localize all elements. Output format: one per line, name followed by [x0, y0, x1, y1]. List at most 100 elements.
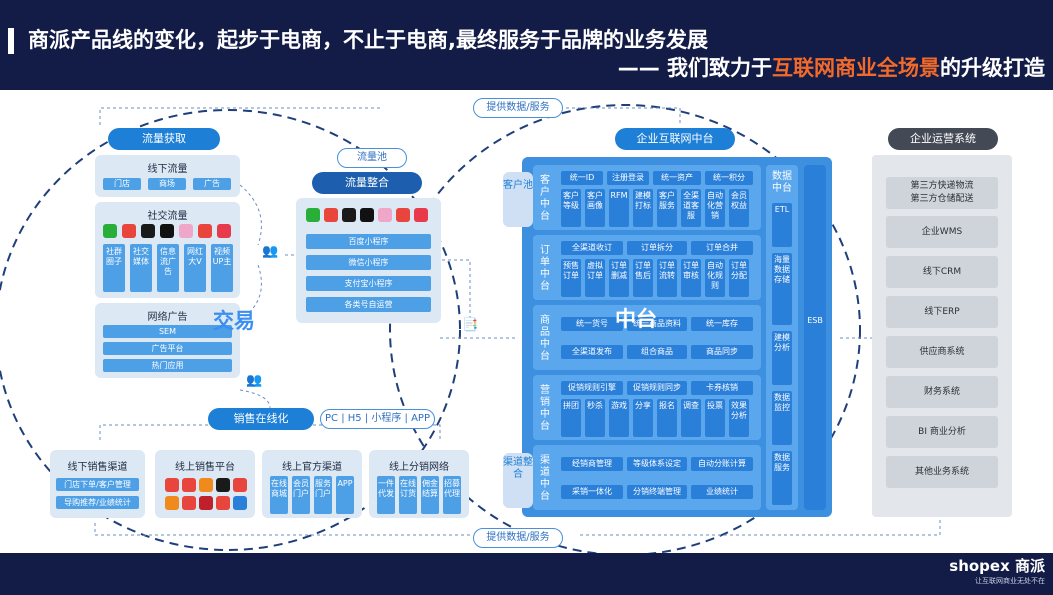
tag-data-monitor: 数据监控	[772, 391, 792, 445]
tag-sem: SEM	[103, 325, 232, 338]
channel-integrate: 渠道整合	[503, 453, 533, 508]
tag-wechat-mini: 微信小程序	[306, 255, 431, 270]
tag-after-sale: 订单售后	[633, 259, 653, 297]
tag-member-portal: 会员门户	[292, 476, 310, 514]
ops-panel: 第三方快递物流 第三方仓储配送 企业WMS 线下CRM 线下ERP 供应商系统 …	[872, 155, 1012, 517]
tag-ad-platform: 广告平台	[103, 342, 232, 355]
qq-icon	[342, 208, 356, 222]
offline-traffic-panel: 线下流量 门店 商场 广告	[95, 155, 240, 197]
tag-ads: 广告	[193, 178, 231, 190]
ops-bi: BI 商业分析	[886, 416, 998, 448]
tag-community: 社群圈子	[103, 244, 125, 292]
ops-other: 其他业务系统	[886, 456, 998, 488]
qq-icon	[141, 224, 155, 238]
customer-center-label: 客户中台	[540, 175, 550, 222]
flow-integrate-label: 流量整合	[312, 172, 422, 194]
tag-unified-asset: 统一资产	[653, 171, 701, 185]
tag-dealer-mgmt: 经销商管理	[561, 457, 623, 471]
weibo-icon	[122, 224, 136, 238]
tag-vote: 投票	[705, 399, 725, 437]
tag-guide-stats: 导购推荐/业绩统计	[56, 496, 139, 509]
page-title: 商派产品线的变化，起步于电商，不止于电商,最终服务于品牌的业务发展	[28, 28, 708, 52]
channel-center-label: 渠道中台	[540, 455, 550, 502]
online-platform-title: 线上销售平台	[175, 462, 235, 473]
ops-finance: 财务系统	[886, 376, 998, 408]
dangdang-icon	[199, 496, 213, 510]
customer-pool: 客户池	[503, 172, 533, 227]
ops-erp: 线下ERP	[886, 296, 998, 328]
tag-register-login: 注册登录	[607, 171, 649, 185]
mogu-icon	[216, 496, 230, 510]
tag-big-data-storage: 海量数据存储	[772, 253, 792, 325]
xiaohongshu-icon	[217, 224, 231, 238]
tag-online-mall: 在线商城	[270, 476, 288, 514]
tag-flash-sale: 秒杀	[585, 399, 605, 437]
marketing-center: 营销中台 促销规则引擎 促销规则同步 卡券核销 拼团 秒杀 游戏 分享 报名 调…	[533, 375, 761, 440]
tag-bundle: 组合商品	[627, 345, 687, 359]
tag-omni-publish: 全渠道发布	[561, 345, 623, 359]
tag-auto-rule: 自动化规则	[705, 259, 725, 297]
flow-integrate-panel: 百度小程序 微信小程序 支付宝小程序 各类号自运营	[296, 198, 441, 323]
channel-center: 渠道中台 经销商管理 等级体系设定 自动分账计算 采销一体化 分销终端管理 业绩…	[533, 445, 761, 510]
tag-recruit-agent: 招募代理	[443, 476, 461, 514]
tag-modeling: 建模打标	[633, 189, 653, 227]
tag-etl: ETL	[772, 203, 792, 247]
taobao-icon	[199, 478, 213, 492]
tag-baidu-mini: 百度小程序	[306, 234, 431, 249]
flow-pool-label: 流量池	[337, 148, 407, 168]
pinduoduo-icon	[233, 478, 247, 492]
tag-promo-sync: 促销规则同步	[627, 381, 687, 395]
tag-self-operated: 各类号自运营	[306, 297, 431, 312]
vip-icon	[182, 496, 196, 510]
data-center-label: 数据中台	[772, 171, 792, 194]
tag-coupon: 卡券核销	[691, 381, 753, 395]
marketing-center-label: 营销中台	[540, 385, 550, 432]
zhongtai-label: 中台	[615, 307, 657, 331]
page-subtitle: —— 我们致力于互联网商业全场景的升级打造	[617, 56, 1045, 80]
ops-wms: 企业WMS	[886, 216, 998, 248]
douyin-icon	[160, 224, 174, 238]
footer-bar	[0, 553, 1053, 595]
amazon-icon	[216, 478, 230, 492]
tag-omni-service: 全渠道客服	[681, 189, 701, 227]
tag-order-review: 订单审核	[681, 259, 701, 297]
toutiao-icon	[198, 224, 212, 238]
data-center: 数据中台 ETL 海量数据存储 建模分析 数据监控 数据服务	[766, 165, 798, 510]
offline-channel-panel: 线下销售渠道 门店下单/客户管理 导购推荐/业绩统计	[50, 450, 145, 518]
tag-order-split: 订单拆分	[627, 241, 687, 255]
tag-omni-order: 全渠道收订	[561, 241, 623, 255]
official-channel-title: 线上官方渠道	[282, 462, 342, 473]
tag-unified-sku: 统一货号	[561, 317, 623, 331]
social-traffic-title: 社交流量	[147, 211, 188, 222]
tag-social-media: 社交媒体	[130, 244, 152, 292]
tag-dropship: 一件代发	[377, 476, 395, 514]
tag-order-assign: 订单分配	[729, 259, 749, 297]
tag-survey: 调查	[681, 399, 701, 437]
wechat-icon	[306, 208, 320, 222]
tag-game: 游戏	[609, 399, 629, 437]
bottom-data-link: 提供数据/服务	[473, 528, 563, 548]
tag-online-order: 在线订货	[399, 476, 417, 514]
top-data-link: 提供数据/服务	[473, 98, 563, 118]
tag-unified-product: 统一商品资料	[627, 317, 687, 331]
product-center-label: 商品中台	[540, 315, 550, 362]
brand-logo: shopex 商派 让互联网商业无处不在	[949, 555, 1045, 586]
tag-influencer: 网红大V	[184, 244, 206, 292]
tag-hot-apps: 热门应用	[103, 359, 232, 372]
tag-order-edit: 订单删减	[609, 259, 629, 297]
tag-group-buy: 拼团	[561, 399, 581, 437]
jd-icon	[182, 478, 196, 492]
tag-order-merge: 订单合并	[691, 241, 753, 255]
tag-member-rights: 会员权益	[729, 189, 749, 227]
tag-terminal-mgmt: 分销终端管理	[627, 485, 687, 499]
weibo-icon	[324, 208, 338, 222]
esb-label: ESB	[807, 316, 823, 325]
wechat-icon	[103, 224, 117, 238]
tag-unified-stock: 统一库存	[691, 317, 753, 331]
hub-title: 企业互联网中台	[615, 128, 735, 150]
ops-supplier: 供应商系统	[886, 336, 998, 368]
tag-effect-analysis: 效果分析	[729, 399, 749, 437]
tag-customer-level: 客户等级	[561, 189, 581, 227]
distribution-panel: 线上分销网络 一件代发 在线订货 佣金结算 招募代理	[369, 450, 469, 518]
tag-virtual-order: 虚拟订单	[585, 259, 605, 297]
